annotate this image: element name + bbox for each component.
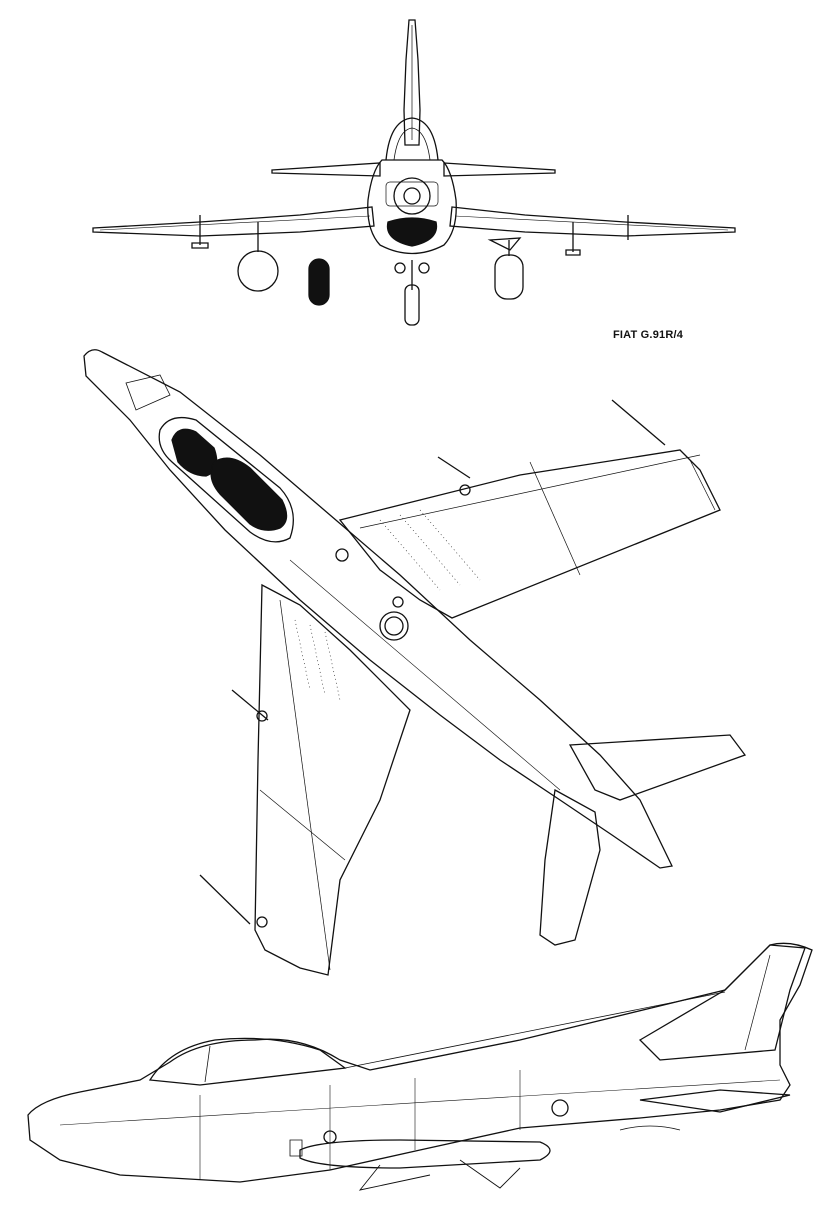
side-fuselage xyxy=(28,943,812,1182)
side-stores xyxy=(300,1140,550,1168)
side-fin xyxy=(640,945,805,1060)
side-view xyxy=(28,943,812,1190)
front-fuselage xyxy=(368,160,457,254)
front-wing-right xyxy=(450,207,735,236)
front-view xyxy=(93,20,735,325)
front-canopy xyxy=(386,118,438,160)
front-store xyxy=(309,259,329,305)
plan-view xyxy=(84,350,745,975)
side-canopy xyxy=(150,1038,345,1085)
plan-wing-upper xyxy=(340,450,720,618)
plan-tailplane-upper xyxy=(570,735,745,800)
front-drop-tank xyxy=(238,251,278,291)
front-intake xyxy=(388,218,437,246)
front-wing-left xyxy=(93,207,374,236)
front-tailplane xyxy=(272,163,555,176)
plan-fuselage xyxy=(84,350,672,868)
front-fin xyxy=(404,20,420,145)
aircraft-designation-label: FIAT G.91R/4 xyxy=(613,329,684,341)
plan-tailplane-lower xyxy=(540,790,600,945)
plan-canopy xyxy=(159,418,293,542)
plan-wing-lower xyxy=(255,585,410,975)
